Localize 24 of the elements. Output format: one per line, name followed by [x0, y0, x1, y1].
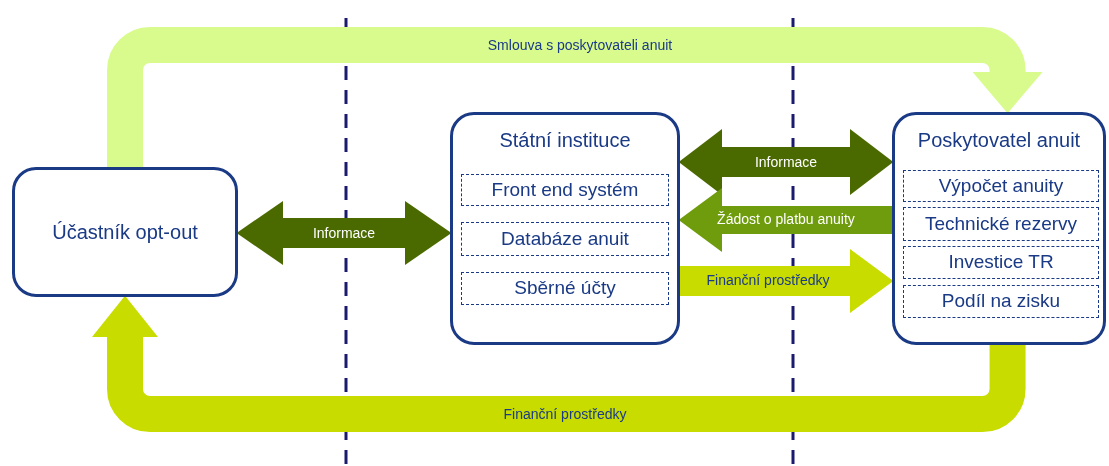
edge-label: Finanční prostředky: [503, 405, 627, 424]
edge-label: Informace: [312, 224, 376, 243]
entity-box: [12, 167, 238, 297]
component-box: Sběrné účty: [461, 272, 669, 305]
component-box: Databáze anuit: [461, 222, 669, 256]
block-arrow: [678, 129, 894, 195]
edge-label: Informace: [754, 153, 818, 172]
edge-label: Žádost o platbu anuity: [717, 210, 855, 229]
block-arrow: [236, 201, 452, 265]
box-heading: Poskytovatel anuit: [916, 128, 1082, 153]
edge-label: Smlouva s poskytovateli anuit: [487, 36, 673, 55]
block-arrow: [92, 295, 1026, 432]
component-box: Investice TR: [903, 246, 1099, 279]
component-box: Front end systém: [461, 174, 669, 206]
block-arrow: [680, 249, 894, 313]
component-box: Výpočet anuity: [903, 170, 1099, 202]
box-label: Účastník opt-out: [52, 220, 198, 245]
entity-box: [892, 112, 1106, 345]
entity-box: [450, 112, 680, 345]
component-box: Podíl na zisku: [903, 285, 1099, 318]
component-box: Technické rezervy: [903, 207, 1099, 241]
box-heading: Státní instituce: [498, 128, 632, 153]
block-arrow: [678, 188, 892, 252]
edge-label: Finanční prostředky: [706, 271, 830, 290]
